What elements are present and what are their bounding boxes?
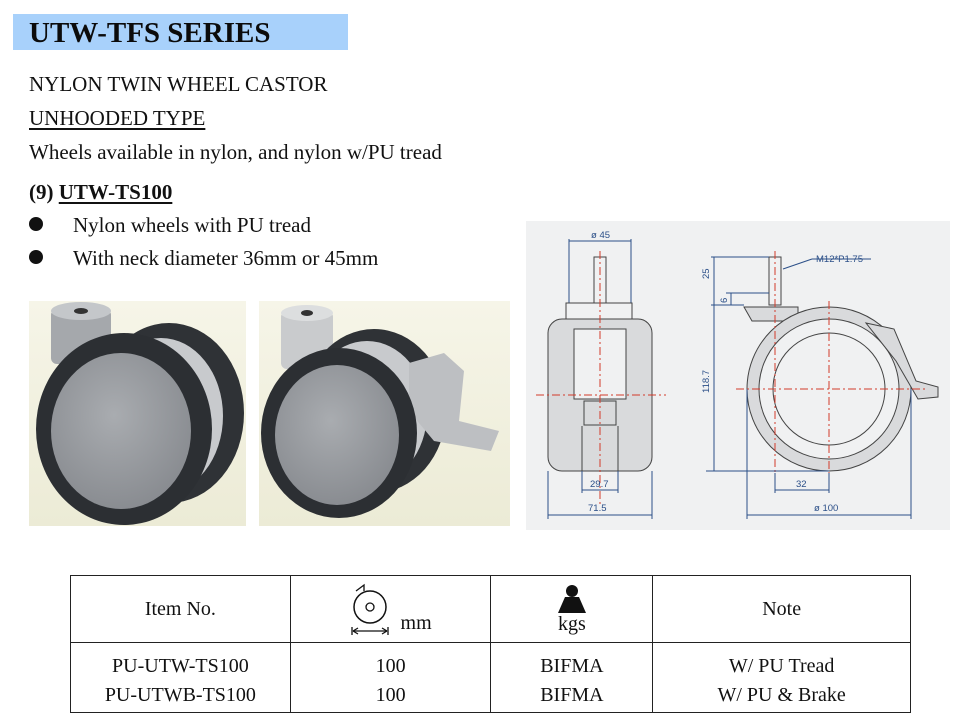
product-type: NYLON TWIN WHEEL CASTOR: [29, 72, 328, 96]
cell-size: 100: [289, 642, 492, 678]
dim-total-height: 118.7: [701, 370, 712, 393]
dim-offset: 32: [796, 479, 807, 490]
feature-text: With neck diameter 36mm or 45mm: [73, 246, 379, 270]
spec-table: Item No. mm kgs Note: [70, 575, 911, 713]
dim-thread: M12*P1.75: [816, 254, 863, 265]
table-row: PU-UTWB-TS100 100 BIFMA W/ PU & Brake: [70, 678, 911, 713]
dim-neck-diameter: ø 45: [591, 230, 610, 241]
model-code: UTW-TS100: [58, 180, 173, 204]
hood-type: UNHOODED TYPE: [29, 106, 206, 130]
cell-item: PU-UTW-TS100: [70, 642, 291, 678]
feature-text: Nylon wheels with PU tread: [73, 213, 311, 237]
feature-bullet: Nylon wheels with PU tread: [29, 213, 311, 238]
cell-load: BIFMA: [490, 642, 654, 678]
dim-wheel-width: 29.7: [590, 479, 609, 490]
dim-collar: 6: [719, 298, 730, 303]
dim-overall-width: 71.5: [588, 503, 607, 514]
bullet-dot-icon: [29, 250, 43, 264]
cell-item: PU-UTWB-TS100: [70, 678, 291, 713]
wheel-options: Wheels available in nylon, and nylon w/P…: [29, 140, 442, 164]
header-wheel-size: mm: [289, 575, 492, 643]
model-heading: (9) UTW-TS100: [29, 180, 172, 205]
size-unit: mm: [400, 612, 432, 634]
cell-note: W/ PU & Brake: [652, 678, 911, 713]
header-load: kgs: [490, 575, 654, 643]
cell-note: W/ PU Tread: [652, 642, 911, 678]
wheel-size-icon: [350, 583, 389, 635]
table-row: PU-UTW-TS100 100 BIFMA W/ PU Tread: [70, 642, 911, 678]
load-unit: kgs: [558, 612, 586, 635]
header-note: Note: [652, 575, 911, 643]
castor-photo: [29, 301, 246, 526]
bullet-dot-icon: [29, 217, 43, 231]
feature-bullet: With neck diameter 36mm or 45mm: [29, 246, 378, 271]
dim-wheel-diameter: ø 100: [814, 503, 838, 514]
cell-load: BIFMA: [490, 678, 654, 713]
technical-drawing: ø 45 M12*P1.75 25 6 118.7 29.7 71.5 32 ø…: [526, 221, 950, 530]
dim-stem-height: 25: [701, 268, 712, 279]
series-title: UTW-TFS SERIES: [13, 14, 348, 50]
table-header-row: Item No. mm kgs Note: [70, 575, 911, 643]
castor-with-brake-photo: [259, 301, 510, 526]
cell-size: 100: [289, 678, 492, 713]
header-item-no: Item No.: [70, 575, 291, 643]
weight-icon: [557, 584, 586, 613]
model-index: (9): [29, 180, 54, 204]
